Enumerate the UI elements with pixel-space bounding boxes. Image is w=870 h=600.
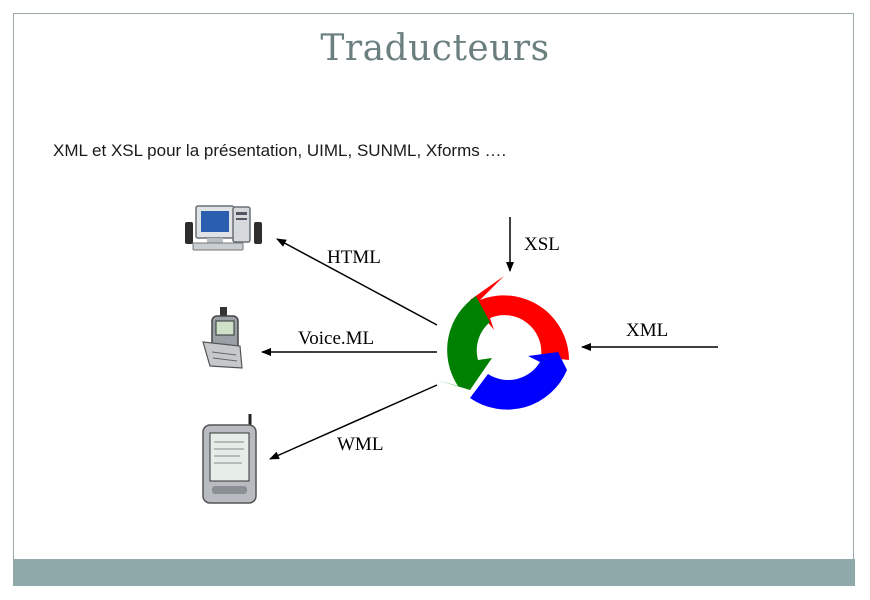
cycle-arrows-icon bbox=[437, 276, 574, 410]
label-voiceml: Voice.ML bbox=[298, 328, 375, 349]
mobile-phone-icon bbox=[202, 307, 243, 369]
label-xsl: XSL bbox=[524, 234, 560, 255]
desktop-computer-icon bbox=[185, 205, 262, 251]
label-wml: WML bbox=[337, 434, 384, 455]
slide-subtitle: XML et XSL pour la présentation, UIML, S… bbox=[53, 141, 507, 160]
html-arrow bbox=[276, 238, 438, 326]
footer-bar bbox=[13, 559, 855, 586]
pda-icon bbox=[202, 414, 257, 504]
slide-title: Traducteurs bbox=[320, 28, 550, 69]
wml-arrow bbox=[269, 384, 438, 460]
label-xml: XML bbox=[626, 320, 669, 341]
label-html: HTML bbox=[327, 247, 381, 268]
slide-frame bbox=[13, 13, 854, 585]
